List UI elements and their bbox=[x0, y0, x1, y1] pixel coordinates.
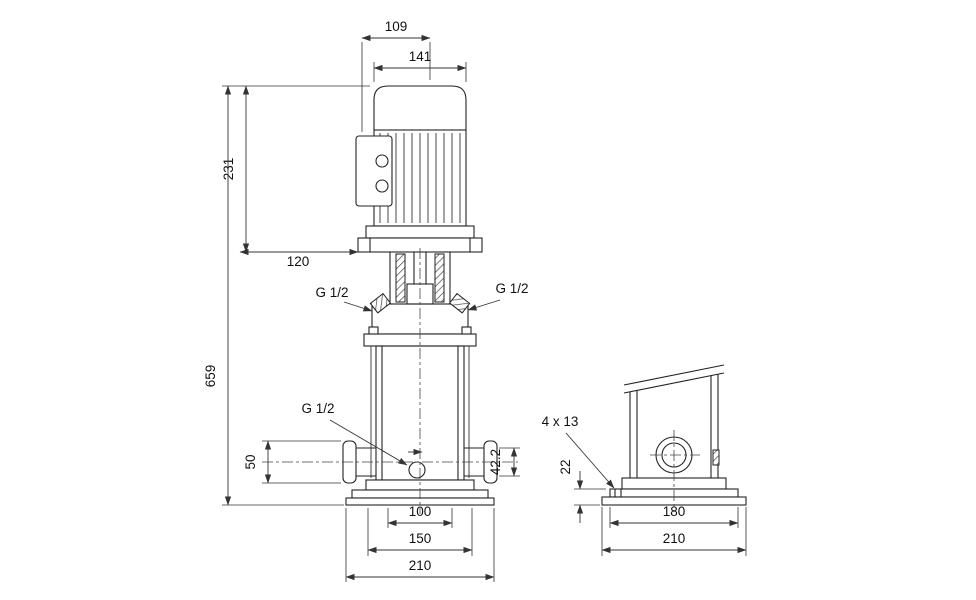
dim-210-front-label: 210 bbox=[409, 558, 432, 573]
dim-vent-plug-right: G 1/2 bbox=[467, 281, 529, 311]
dim-210-side-label: 210 bbox=[663, 531, 686, 546]
dim-inlet-flange-height: 50 bbox=[243, 440, 341, 484]
dim-motor-height: 231 bbox=[221, 85, 370, 253]
dim-motor-flange-width: 120 bbox=[239, 248, 359, 269]
cable-entry-bottom bbox=[375, 179, 389, 193]
dim-150-label: 150 bbox=[409, 531, 432, 546]
coupling-guard-right bbox=[434, 253, 445, 303]
dim-109-label: 109 bbox=[385, 19, 408, 34]
dim-g12-top-left-label: G 1/2 bbox=[315, 285, 348, 300]
drain-plug-circle bbox=[408, 461, 426, 479]
dim-drain-plug: G 1/2 bbox=[301, 401, 408, 466]
staybolt-nut-right bbox=[461, 326, 472, 335]
dim-bolt-holes: 4 x 13 bbox=[542, 414, 615, 489]
dim-100-label: 100 bbox=[409, 504, 432, 519]
dim-231-label: 231 bbox=[221, 158, 236, 181]
motor-flange-upper bbox=[365, 225, 475, 239]
coupling-guard-left bbox=[395, 253, 406, 303]
motor bbox=[355, 85, 483, 253]
dim-4x13-label: 4 x 13 bbox=[542, 414, 579, 429]
dim-141-label: 141 bbox=[409, 49, 432, 64]
side-view bbox=[601, 364, 747, 512]
dim-g12-drain-label: G 1/2 bbox=[301, 401, 334, 416]
dim-base-flange-width: 150 bbox=[367, 508, 473, 556]
break-line-lower bbox=[623, 372, 725, 394]
front-view bbox=[262, 85, 518, 514]
dim-50-label: 50 bbox=[243, 454, 258, 469]
dim-port-span: 100 bbox=[387, 504, 453, 528]
dim-fan-cover-width: 109 bbox=[361, 19, 431, 132]
side-plug bbox=[712, 449, 720, 466]
pump-head bbox=[363, 292, 477, 347]
vent-plug-left-icon bbox=[369, 292, 392, 314]
dim-motor-width: 141 bbox=[373, 49, 467, 82]
dim-180-label: 180 bbox=[663, 504, 686, 519]
pump-sleeve bbox=[370, 345, 470, 481]
dim-pump-height: 659 bbox=[203, 85, 344, 506]
dim-base-plate-width: 180 bbox=[609, 504, 739, 528]
terminal-box bbox=[355, 135, 393, 207]
motor-fan-cover bbox=[373, 85, 467, 131]
break-line-upper bbox=[623, 364, 725, 386]
dim-base-width-side: 210 bbox=[601, 507, 747, 556]
dim-120-label: 120 bbox=[287, 254, 310, 269]
dim-base-width-front: 210 bbox=[345, 508, 495, 582]
dim-22-label: 22 bbox=[558, 459, 573, 474]
vent-plug-right-icon bbox=[448, 292, 471, 314]
dim-g12-top-right-label: G 1/2 bbox=[495, 281, 528, 296]
staybolt-nut-left bbox=[368, 326, 379, 335]
dim-42-2-label: 42.2 bbox=[488, 449, 503, 475]
dim-base-height: 22 bbox=[558, 459, 606, 523]
dim-port-bore-height: 42.2 bbox=[488, 447, 520, 477]
dim-659-label: 659 bbox=[203, 365, 218, 388]
dim-vent-plug-left: G 1/2 bbox=[315, 285, 373, 312]
cable-entry-top bbox=[375, 154, 389, 168]
dimensions: 109 141 231 120 659 G 1/2 G bbox=[203, 19, 747, 582]
